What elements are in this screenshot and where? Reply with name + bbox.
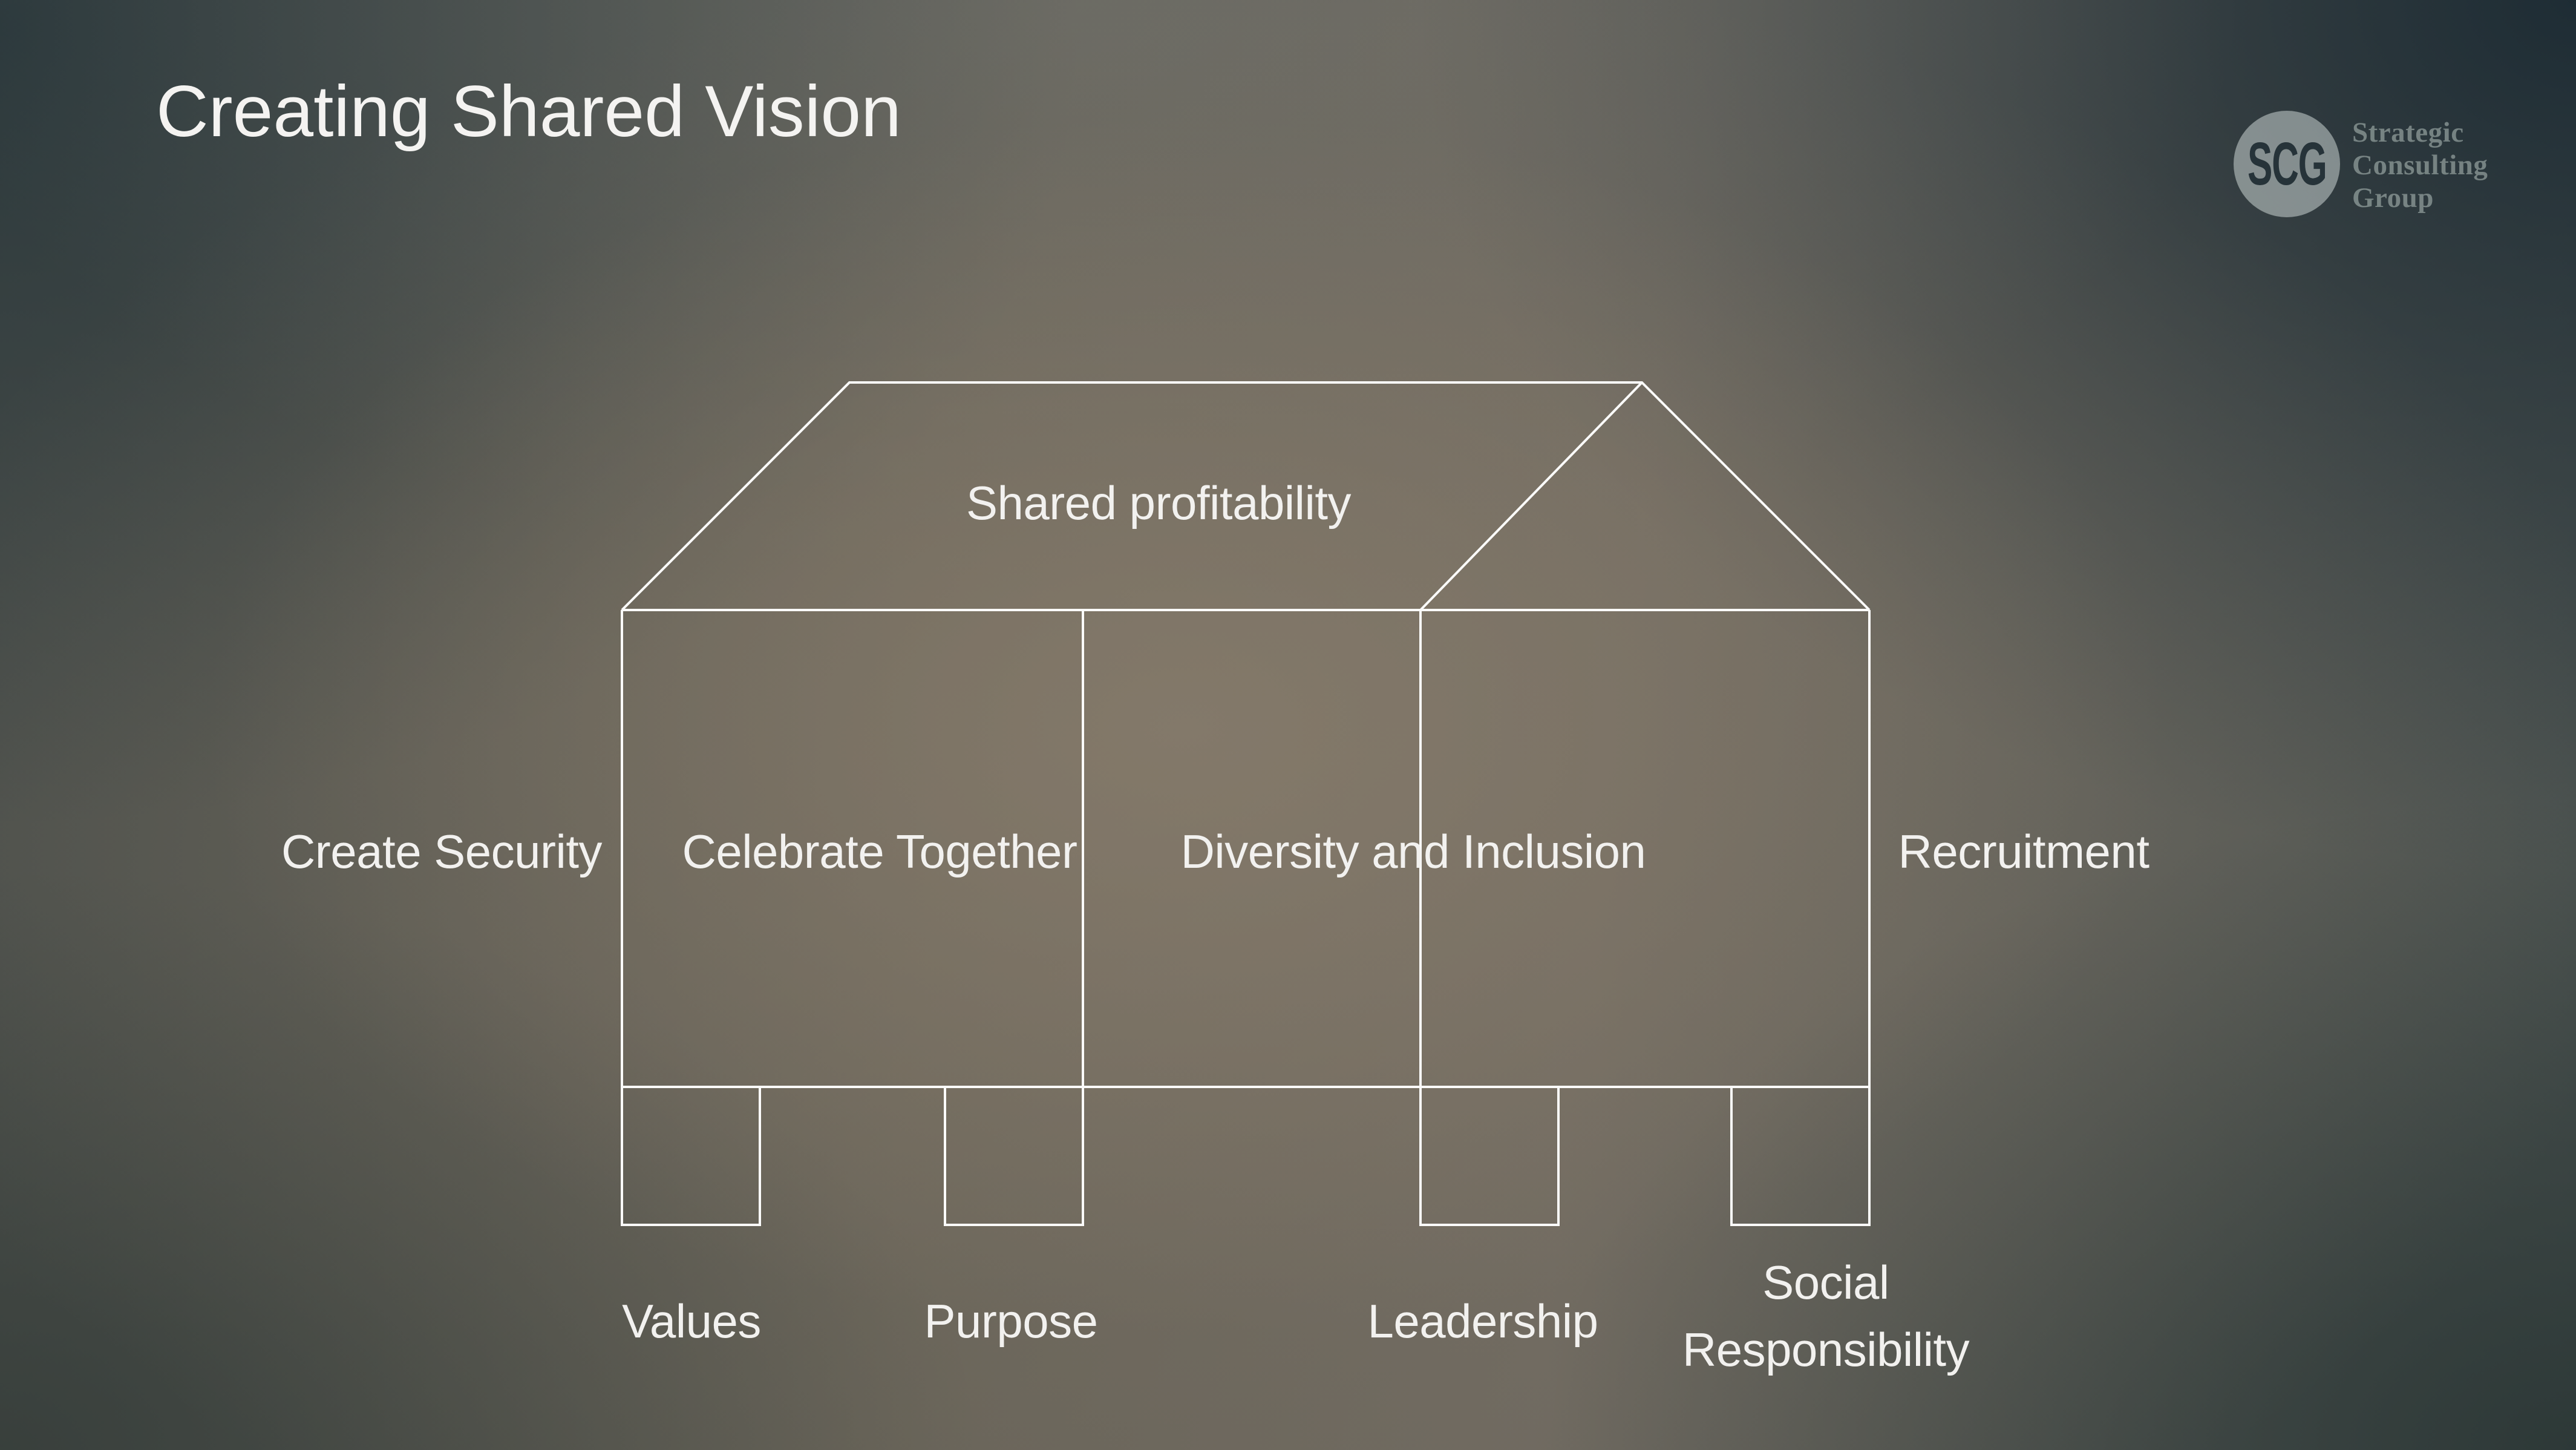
pillar-left-label: Celebrate Together [682, 825, 1077, 878]
slide-title: Creating Shared Vision [156, 71, 901, 152]
foundation-label-values: Values [622, 1294, 761, 1348]
outside-left-label: Create Security [281, 825, 603, 878]
foundation-box-social-responsibility [1730, 1086, 1871, 1226]
logo-org-line: Strategic [2352, 117, 2464, 148]
roof-label: Shared profitability [966, 476, 1352, 530]
logo-org-line: Group [2352, 182, 2434, 214]
logo-org-name: Strategic Consulting Group [2352, 116, 2576, 214]
outside-right-label: Recruitment [1898, 825, 2149, 878]
scg-logo-badge: SCG [2234, 111, 2340, 217]
scg-monogram: SCG [2247, 130, 2327, 198]
roof-inner-diagonal [1419, 381, 1643, 611]
foundation-box-purpose [944, 1086, 1084, 1226]
logo-org-line: Consulting [2352, 149, 2488, 181]
roof-outline [621, 381, 1871, 611]
foundation-box-values [621, 1086, 761, 1226]
foundation-label-purpose: Purpose [924, 1294, 1098, 1348]
pillar-right-label: Diversity and Inclusion [1180, 825, 1646, 878]
foundation-label-leadership: Leadership [1367, 1294, 1598, 1348]
foundation-label-social-responsibility: Social Responsibility [1682, 1256, 1970, 1376]
foundation-box-leadership [1419, 1086, 1560, 1226]
